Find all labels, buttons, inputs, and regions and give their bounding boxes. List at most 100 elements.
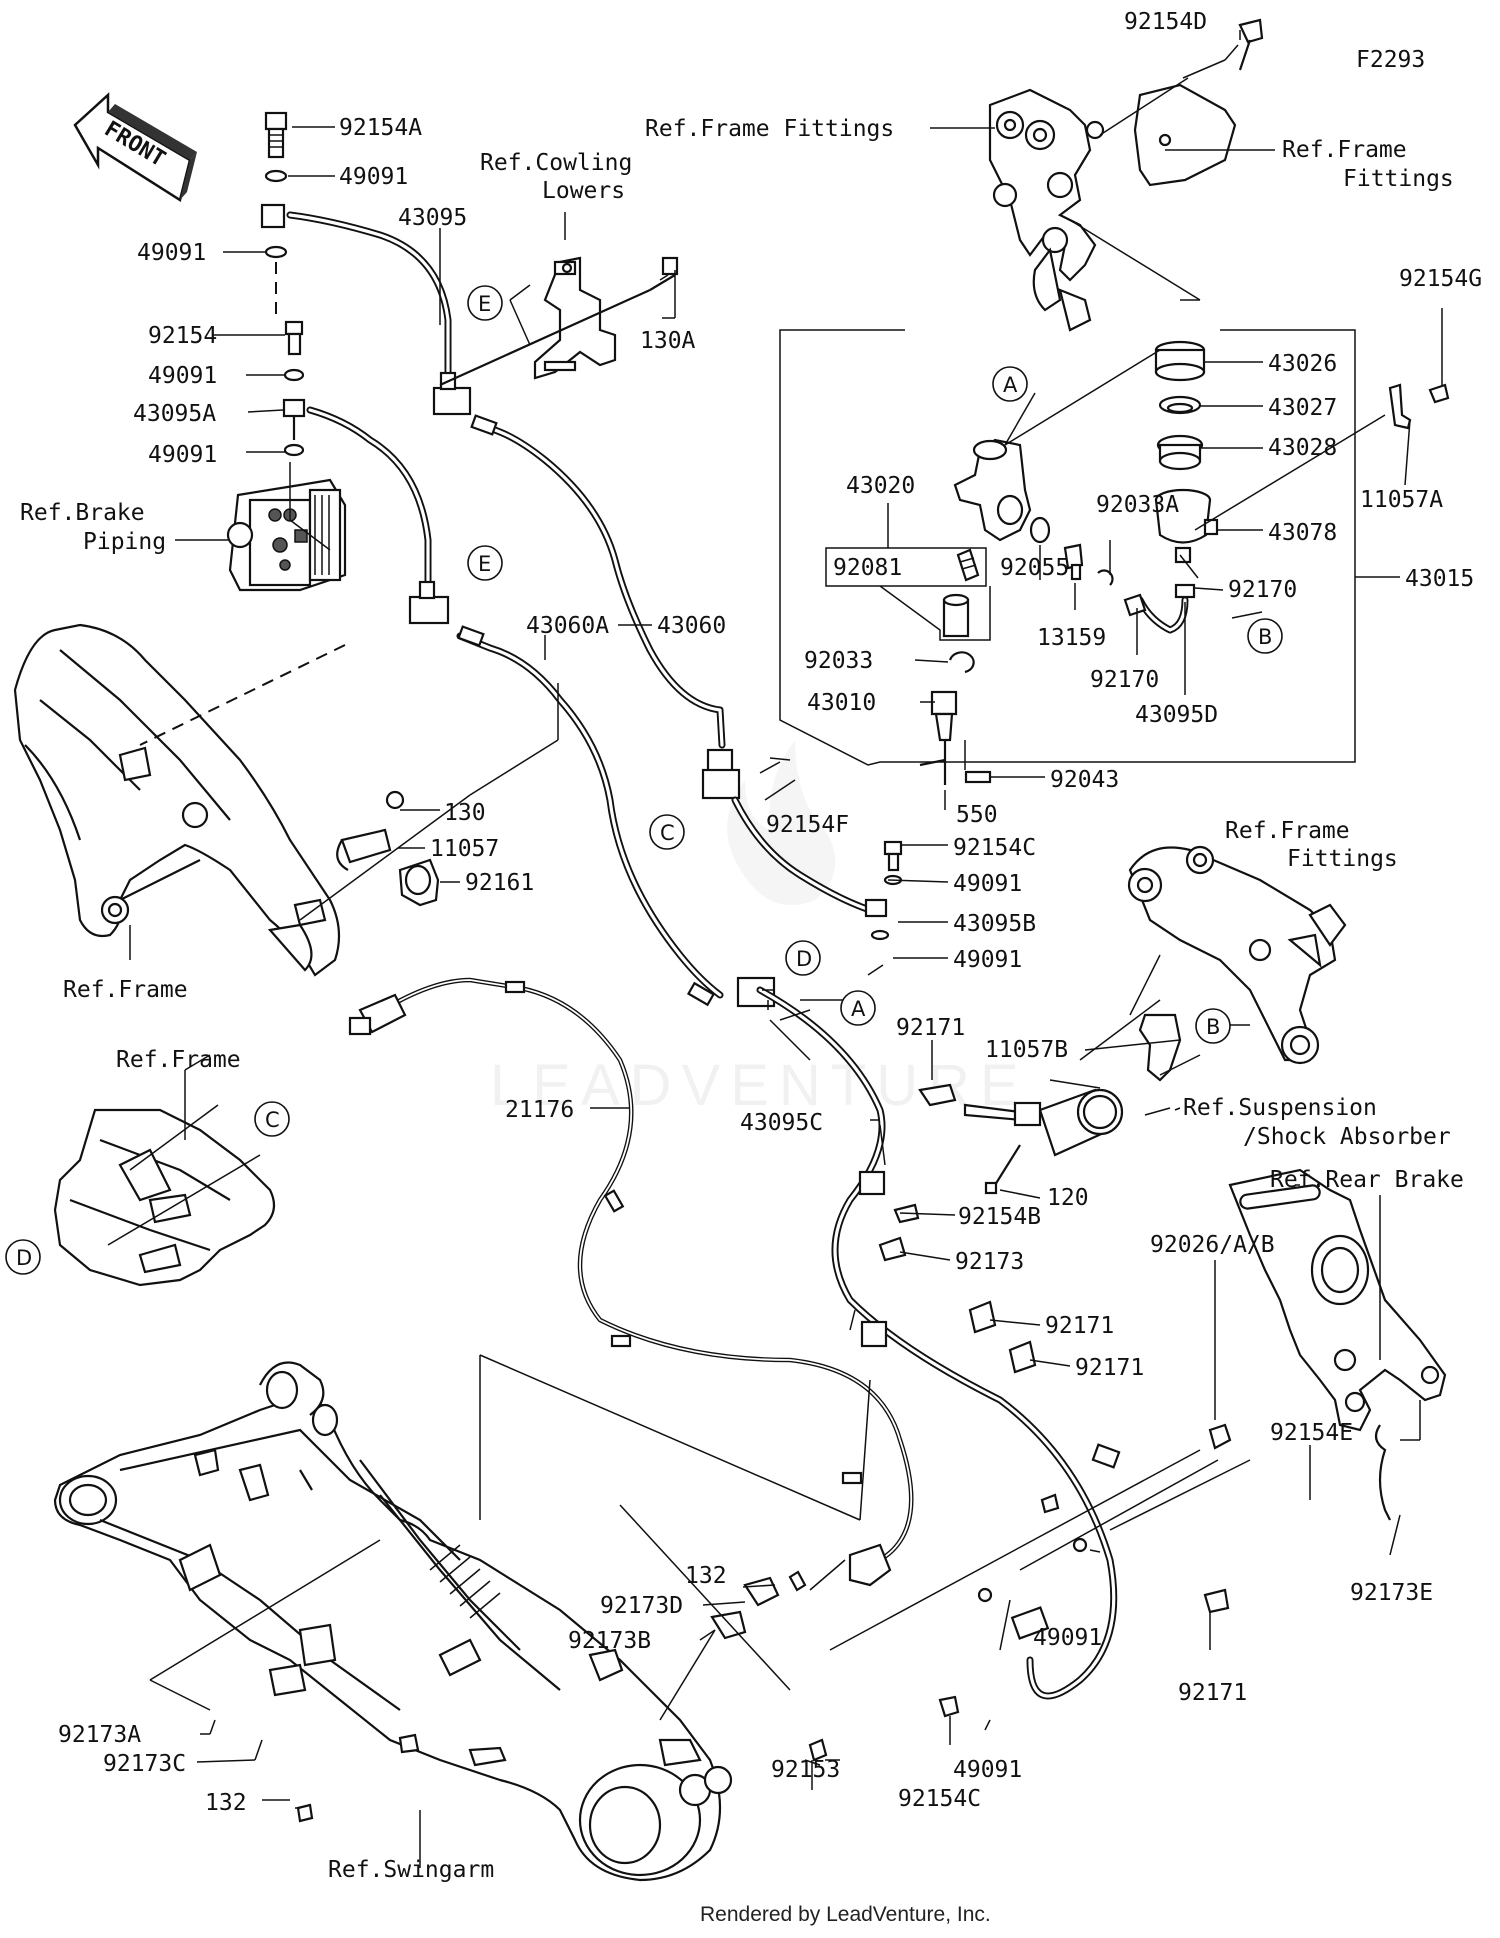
part-92171-4: 92171 xyxy=(1178,1680,1247,1706)
callout-e-top xyxy=(467,285,503,321)
callout-a-bottom-label: A xyxy=(851,997,866,1021)
part-92055: 92055 xyxy=(1000,555,1069,581)
bolt-130A xyxy=(649,256,679,291)
part-132-1: 132 xyxy=(685,1563,727,1589)
part-49091-7: 49091 xyxy=(1033,1625,1102,1651)
leader-lines xyxy=(107,30,1443,1868)
rear-brake-bracket xyxy=(1228,1168,1447,1432)
part-43095C: 43095C xyxy=(740,1110,823,1136)
ref-frame-fittings-2-line1: Ref.Frame xyxy=(1282,137,1407,163)
ref-frame-fittings-1: Ref.Frame Fittings xyxy=(645,116,894,142)
part-43095: 43095 xyxy=(398,205,467,231)
ref-frame-2: Ref.Frame xyxy=(116,1047,241,1073)
part-49091-1: 49091 xyxy=(339,164,408,190)
part-92171-1: 92171 xyxy=(896,1015,965,1041)
part-92026: 92026/A/B xyxy=(1150,1232,1275,1258)
part-43095A: 43095A xyxy=(133,401,216,427)
callout-a-bottom xyxy=(840,990,876,1026)
bracket-cowling xyxy=(533,256,617,380)
part-49091-5: 49091 xyxy=(953,871,1022,897)
part-92081: 92081 xyxy=(833,555,902,581)
part-550: 550 xyxy=(956,802,998,828)
ref-cowling-line1: Ref.Cowling xyxy=(480,150,632,176)
hose-43095C xyxy=(756,986,1121,1700)
part-49091-2: 49091 xyxy=(137,240,206,266)
part-43078: 43078 xyxy=(1268,520,1337,546)
callout-a-top xyxy=(992,366,1028,402)
callout-e-top-label: E xyxy=(478,292,491,316)
callout-e-mid xyxy=(467,545,503,581)
part-92154C-2: 92154C xyxy=(898,1786,981,1812)
part-92154: 92154 xyxy=(148,323,217,349)
shock-reservoir xyxy=(963,1088,1124,1195)
watermark-text: LEADVENTURE xyxy=(490,1053,1029,1118)
small-clamps xyxy=(193,1083,1391,1823)
part-92170-1: 92170 xyxy=(1228,577,1297,603)
part-43060A: 43060A xyxy=(526,613,609,639)
part-130: 130 xyxy=(444,800,486,826)
diagram-code: F2293 xyxy=(1356,47,1425,73)
part-92154A: 92154A xyxy=(339,115,422,141)
part-11057: 11057 xyxy=(430,836,499,862)
part-13159: 13159 xyxy=(1037,625,1106,651)
ref-cowling-line2: Lowers xyxy=(542,178,625,204)
part-49091-3: 49091 xyxy=(148,363,217,389)
callout-c-inset xyxy=(254,1101,290,1137)
part-43020: 43020 xyxy=(846,473,915,499)
frame-fittings-mid xyxy=(1127,845,1347,1082)
abs-unit xyxy=(226,478,347,592)
part-43027: 43027 xyxy=(1268,395,1337,421)
ref-frame-fittings-2-line2: Fittings xyxy=(1343,166,1454,192)
reference-labels: Ref.Frame Fittings Ref.Frame Fittings Re… xyxy=(20,116,1464,1883)
ref-brake-piping-line1: Ref.Brake xyxy=(20,500,145,526)
part-92161: 92161 xyxy=(465,870,534,896)
ref-suspension-line2: /Shock Absorber xyxy=(1243,1124,1451,1150)
frame-inset xyxy=(53,1108,276,1287)
part-92154G: 92154G xyxy=(1399,266,1482,292)
clip-11057 xyxy=(336,790,440,907)
part-11057A: 11057A xyxy=(1360,487,1443,513)
part-92154B: 92154B xyxy=(958,1204,1041,1230)
part-21176: 21176 xyxy=(505,1097,574,1123)
part-49091-8: 49091 xyxy=(953,1757,1022,1783)
ref-frame-1: Ref.Frame xyxy=(63,977,188,1003)
part-43095B: 43095B xyxy=(953,911,1036,937)
part-92154D: 92154D xyxy=(1124,9,1207,35)
part-132-2: 132 xyxy=(205,1790,247,1816)
callout-c-top xyxy=(649,814,685,850)
callout-circles: E E A A B B C C D D xyxy=(5,285,1283,1275)
part-92170-2: 92170 xyxy=(1090,667,1159,693)
part-92154E: 92154E xyxy=(1270,1420,1353,1446)
ref-brake-piping-line2: Piping xyxy=(83,529,166,555)
front-arrow-icon: FRONT xyxy=(73,92,197,202)
part-49091-6: 49091 xyxy=(953,947,1022,973)
sensor-lead-21176 xyxy=(348,977,914,1587)
callout-d-top-label: D xyxy=(796,947,812,971)
part-49091-4: 49091 xyxy=(148,442,217,468)
part-43095D: 43095D xyxy=(1135,702,1218,728)
callout-b-mid-label: B xyxy=(1206,1015,1220,1039)
part-92171-2: 92171 xyxy=(1045,1313,1114,1339)
swingarm xyxy=(53,1361,733,1882)
callout-b-top-label: B xyxy=(1258,625,1272,649)
part-43010: 43010 xyxy=(807,690,876,716)
frame-left xyxy=(13,623,341,977)
callout-a-top-label: A xyxy=(1003,373,1018,397)
render-credit: Rendered by LeadVenture, Inc. xyxy=(700,1903,991,1926)
brake-hoses-upper xyxy=(286,211,776,1008)
part-labels: 92154D 92154A 49091 43095 49091 92154 49… xyxy=(58,9,1482,1816)
callout-d-inset-label: D xyxy=(16,1246,32,1270)
ref-suspension-line1: Ref.Suspension xyxy=(1183,1095,1377,1121)
master-cylinder-frame xyxy=(779,329,1356,766)
part-92173D: 92173D xyxy=(600,1593,683,1619)
guide-dash-1 xyxy=(139,644,346,746)
callout-e-mid-label: E xyxy=(478,552,491,576)
part-43060: 43060 xyxy=(657,613,726,639)
upper-bolt-stack xyxy=(260,111,306,457)
part-11057B: 11057B xyxy=(985,1037,1068,1063)
frame-fittings-top xyxy=(988,18,1264,332)
part-92173E: 92173E xyxy=(1350,1580,1433,1606)
callout-c-top-label: C xyxy=(660,821,675,845)
part-120: 120 xyxy=(1047,1185,1089,1211)
